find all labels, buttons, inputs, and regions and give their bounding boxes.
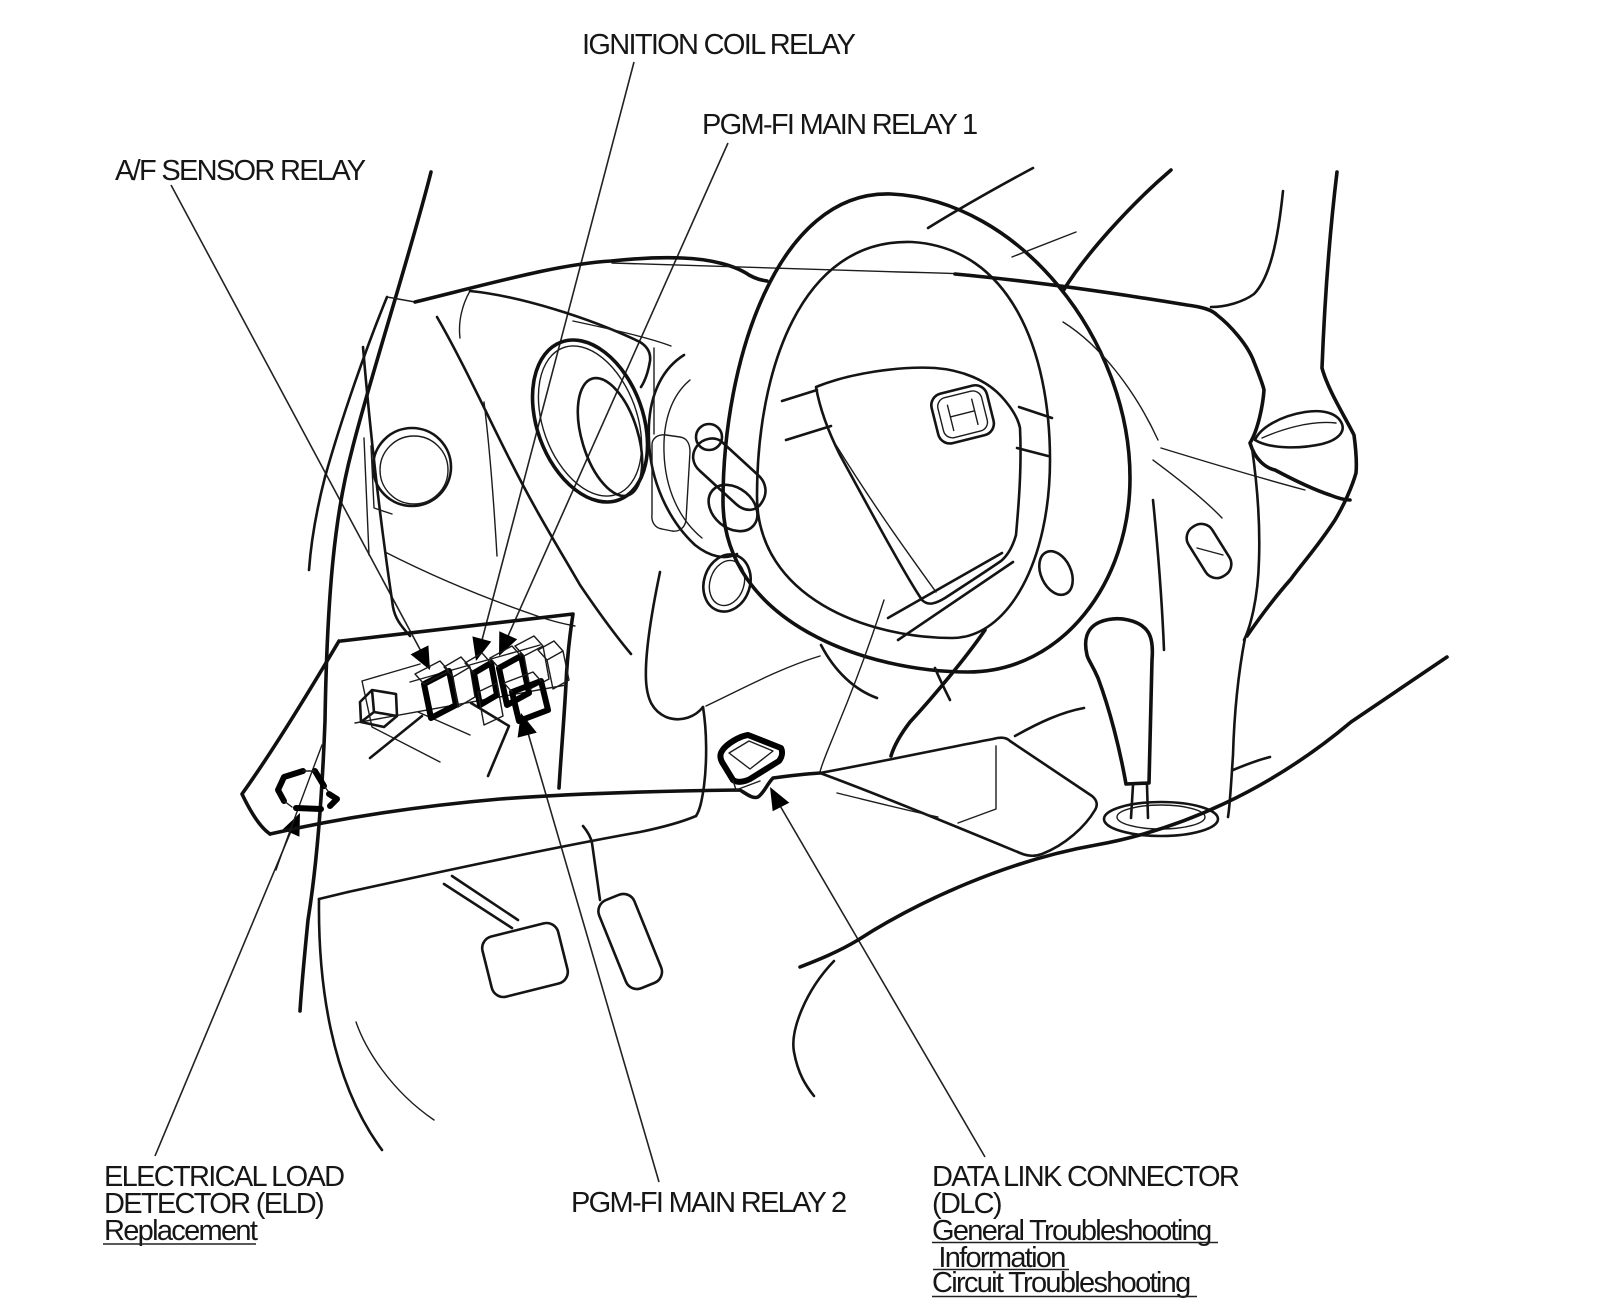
svg-text:(DLC): (DLC) bbox=[932, 1188, 1001, 1220]
svg-text:ELECTRICAL LOAD: ELECTRICAL LOAD bbox=[104, 1161, 344, 1193]
svg-text:PGM-FI MAIN RELAY 1: PGM-FI MAIN RELAY 1 bbox=[702, 109, 977, 141]
svg-text:Replacement: Replacement bbox=[104, 1215, 258, 1247]
svg-text:PGM-FI MAIN RELAY 2: PGM-FI MAIN RELAY 2 bbox=[571, 1187, 846, 1219]
svg-text:DETECTOR (ELD): DETECTOR (ELD) bbox=[104, 1188, 323, 1220]
svg-text:A/F SENSOR RELAY: A/F SENSOR RELAY bbox=[115, 155, 366, 187]
svg-text:Circuit Troubleshooting: Circuit Troubleshooting bbox=[932, 1267, 1190, 1299]
svg-text:General Troubleshooting: General Troubleshooting bbox=[932, 1215, 1211, 1247]
svg-text:DATA LINK CONNECTOR: DATA LINK CONNECTOR bbox=[932, 1161, 1239, 1193]
svg-text:Information: Information bbox=[932, 1242, 1065, 1274]
svg-text:IGNITION COIL RELAY: IGNITION COIL RELAY bbox=[582, 29, 856, 61]
